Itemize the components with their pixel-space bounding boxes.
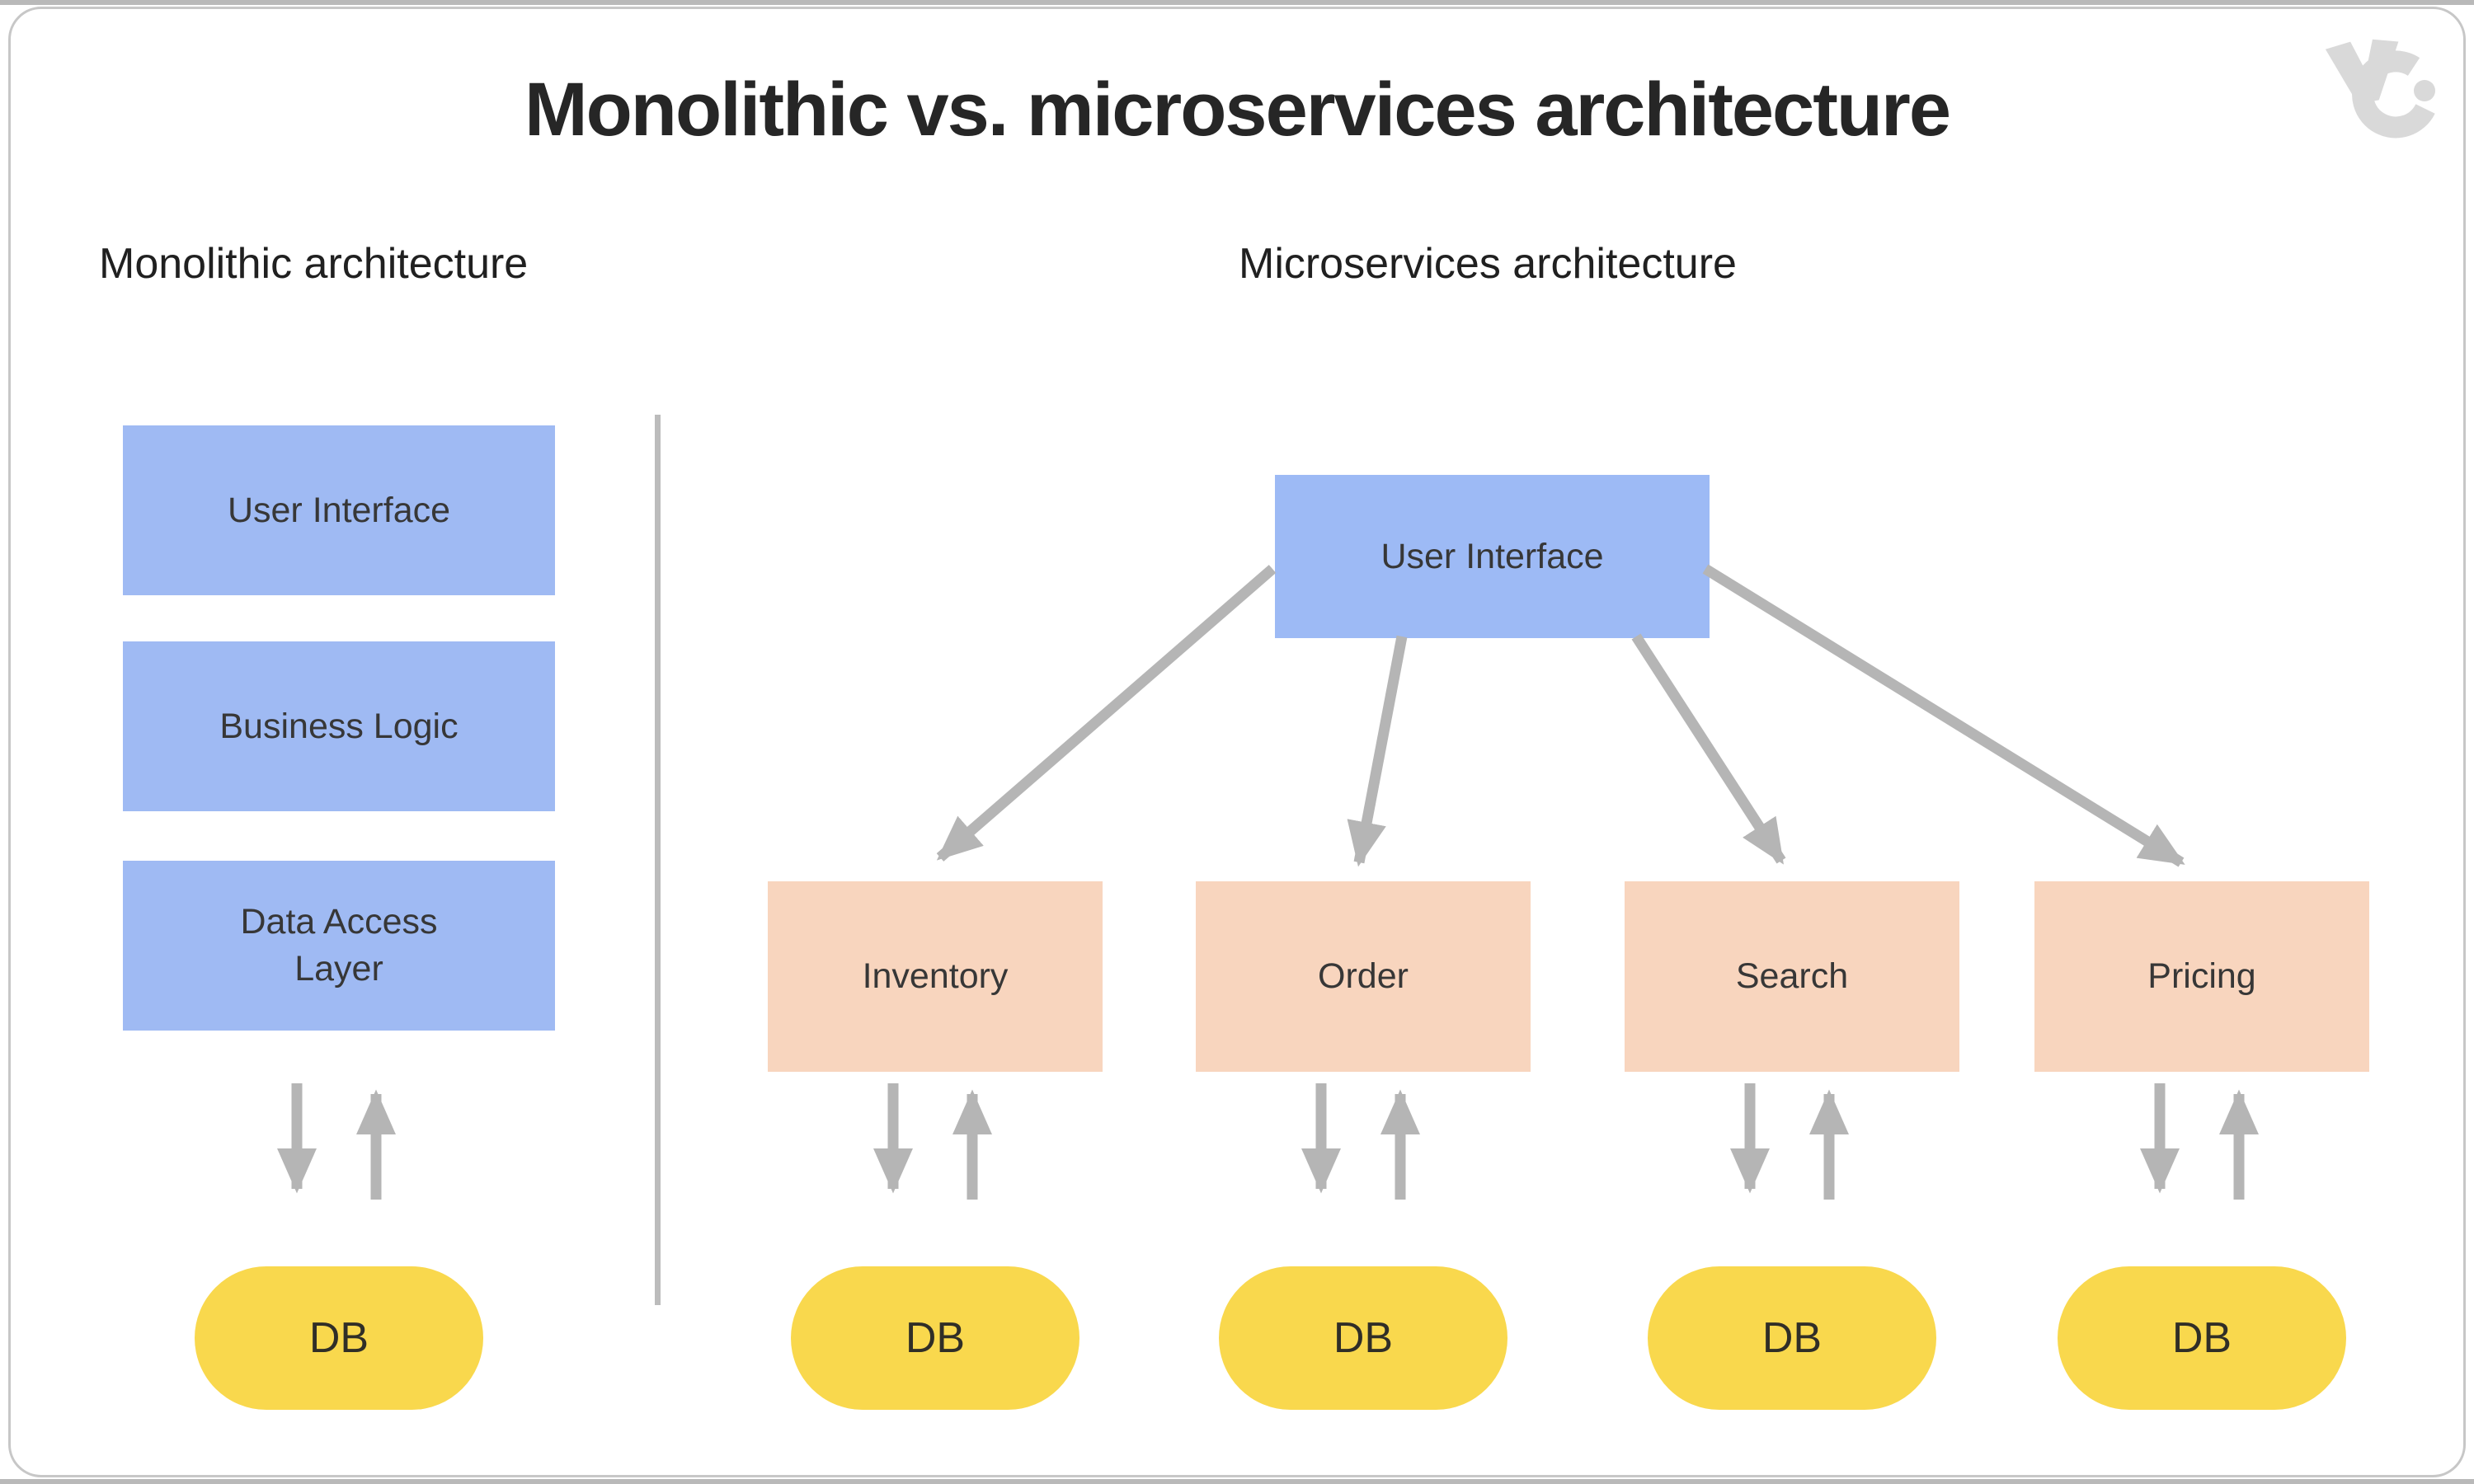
page-title: Monolithic vs. microservices architectur… [524, 68, 1951, 152]
top-edge-strip [0, 0, 2474, 5]
db-node-monolith: DB [195, 1266, 483, 1410]
service-box-pricing: Pricing [2034, 881, 2369, 1072]
db-node-search: DB [1648, 1266, 1936, 1410]
service-box-inventory: Inventory [768, 881, 1103, 1072]
bottom-edge-strip [0, 1479, 2474, 1484]
section-divider [655, 415, 661, 1305]
monolithic-heading: Monolithic architecture [99, 240, 529, 288]
monolith-layer-data-access: Data Access Layer [123, 861, 555, 1031]
layer-label: Data Access Layer [240, 902, 438, 989]
monolith-layer-business-logic: Business Logic [123, 641, 555, 811]
microservices-heading: Microservices architecture [1239, 240, 1737, 288]
db-node-order: DB [1219, 1266, 1507, 1410]
layer-label: User Interface [227, 490, 451, 530]
ui-box-label: User Interface [1380, 536, 1604, 576]
db-node-inventory: DB [791, 1266, 1079, 1410]
service-box-order: Order [1196, 881, 1531, 1072]
service-label: Search [1735, 956, 1849, 997]
service-label: Order [1318, 956, 1409, 997]
db-label: DB [1333, 1314, 1394, 1362]
layer-label: Business Logic [219, 706, 459, 746]
service-box-search: Search [1625, 881, 1959, 1072]
db-label: DB [308, 1314, 369, 1362]
db-label: DB [1761, 1314, 1823, 1362]
service-label: Pricing [2147, 956, 2256, 997]
db-label: DB [2171, 1314, 2232, 1362]
vc-logo-icon [2325, 39, 2435, 139]
service-label: Inventory [862, 956, 1009, 997]
infographic-card: Monolithic vs. microservices architectur… [8, 7, 2466, 1477]
microservices-ui-box: User Interface [1275, 475, 1710, 638]
db-node-pricing: DB [2058, 1266, 2346, 1410]
monolith-layer-user-interface: User Interface [123, 425, 555, 595]
db-label: DB [905, 1314, 966, 1362]
